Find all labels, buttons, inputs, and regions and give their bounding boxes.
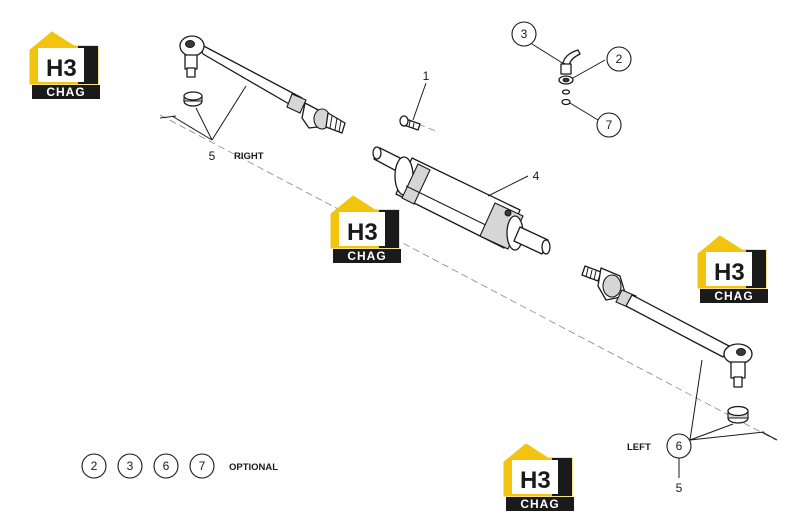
callout-6: 6 xyxy=(666,433,692,459)
callout-5-left: 5 xyxy=(676,481,683,495)
legend-item-6: 6 xyxy=(153,453,179,479)
callout-1: 1 xyxy=(423,69,430,83)
grease-fitting-assembly xyxy=(558,49,581,106)
svg-text:CHAG: CHAG xyxy=(46,85,85,99)
svg-text:2: 2 xyxy=(91,459,98,473)
svg-text:H3: H3 xyxy=(714,259,745,286)
leader-5-right-c xyxy=(211,85,247,141)
svg-text:CHAG: CHAG xyxy=(520,497,559,511)
svg-text:3: 3 xyxy=(127,459,134,473)
watermark-logo: H3 CHAG xyxy=(330,195,402,264)
label-optional: OPTIONAL xyxy=(229,462,278,473)
svg-text:H3: H3 xyxy=(520,467,551,494)
watermark-logo: H3 CHAG xyxy=(503,443,575,512)
callout-7: 7 xyxy=(596,112,622,138)
label-left: LEFT xyxy=(627,442,651,453)
svg-text:CHAG: CHAG xyxy=(714,289,753,303)
legend-item-7: 7 xyxy=(189,453,215,479)
legend-item-3: 3 xyxy=(117,453,143,479)
mounting-bolt xyxy=(399,115,421,131)
assembly-axis xyxy=(159,114,777,441)
leader-6-c xyxy=(689,431,765,441)
leader-1 xyxy=(412,82,427,121)
callout-2: 2 xyxy=(606,46,632,72)
svg-text:6: 6 xyxy=(163,459,170,473)
watermark-logo: H3 CHAG xyxy=(697,235,769,304)
svg-text:H3: H3 xyxy=(46,55,77,82)
svg-text:7: 7 xyxy=(199,459,206,473)
svg-text:H3: H3 xyxy=(347,219,378,246)
left-tie-rod xyxy=(581,265,778,441)
callout-3: 3 xyxy=(511,21,537,47)
leader-3 xyxy=(531,43,565,65)
right-tie-rod xyxy=(159,35,346,134)
leader-4 xyxy=(487,175,529,197)
legend-item-2: 2 xyxy=(81,453,107,479)
optional-legend: 2 3 6 7 OPTIONAL xyxy=(81,453,278,479)
svg-text:6: 6 xyxy=(676,439,683,453)
svg-text:7: 7 xyxy=(606,118,613,132)
label-right: RIGHT xyxy=(234,151,264,162)
svg-text:3: 3 xyxy=(521,27,528,41)
svg-text:2: 2 xyxy=(616,52,623,66)
leader-5-right-b xyxy=(195,107,213,141)
leader-6-b xyxy=(689,423,734,441)
leader-2 xyxy=(572,59,606,79)
leader-7 xyxy=(569,102,599,121)
svg-text:CHAG: CHAG xyxy=(347,249,386,263)
leader-6-a xyxy=(689,359,703,441)
steering-cylinder xyxy=(372,146,551,255)
callout-5-right: 5 xyxy=(209,149,216,163)
leader-5-right-a xyxy=(171,115,213,141)
callout-4: 4 xyxy=(533,169,540,183)
watermark-logo: H3 CHAG xyxy=(29,31,101,100)
